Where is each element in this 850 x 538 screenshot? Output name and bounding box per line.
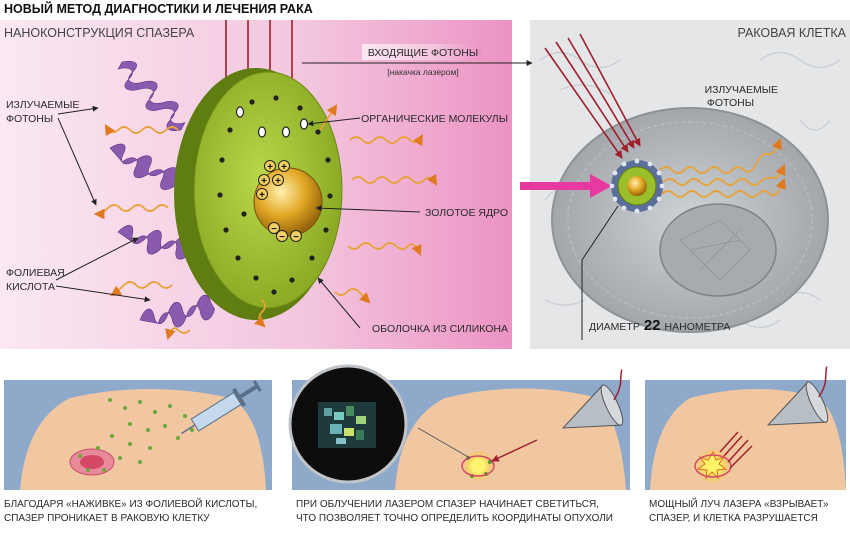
organic-molecules-pointer [307,117,361,127]
step2-caption-line2: ЧТО ПОЗВОЛЯЕТ ТОЧНО ОПРЕДЕЛИТЬ КООРДИНАТ… [296,513,613,524]
svg-text:−: − [293,232,299,243]
step2-panel: ПРИ ОБЛУЧЕНИИ ЛАЗЕРОМ СПАЗЕР НАЧИНАЕТ СВ… [288,364,630,524]
emitted-right-label-2: ФОТОНЫ [707,97,754,109]
laser-emitter [561,369,624,429]
laser-pump-label: [накачка лазером] [387,67,458,77]
svg-text:−: − [271,224,277,235]
incoming-laser-lines-cell [544,33,641,159]
cancer-cell-membrane [567,121,813,319]
step1-caption-line1: БЛАГОДАРЯ «НАЖИВКЕ» ИЗ ФОЛИЕВОЙ КИСЛОТЫ, [4,497,257,510]
laser-beam-step3 [719,431,753,469]
silicon-shell-label: ОБОЛОЧКА ИЗ СИЛИКОНА [372,323,508,335]
syringe [181,380,262,435]
zoom-connector [417,427,471,459]
zoom-image [318,402,376,448]
step2-caption-line1: ПРИ ОБЛУЧЕНИИ ЛАЗЕРОМ СПАЗЕР НАЧИНАЕТ СВ… [296,499,599,510]
emitted-label-pointers [57,105,99,206]
spaser-header: НАНОКОНСТРУКЦИЯ СПАЗЕРА [4,26,195,40]
diameter-pointer [581,205,619,340]
emitted-right-label-1: ИЗЛУЧАЕМЫЕ [705,84,778,96]
emitted-label-1: ИЗЛУЧАЕМЫЕ [6,99,79,111]
gold-core-pointer [315,205,421,213]
svg-text:+: + [281,162,287,173]
nucleus-texture [679,219,751,281]
svg-text:+: + [261,176,267,187]
svg-text:+: + [275,176,281,187]
spaser-in-cell [609,158,665,214]
organic-molecules [235,106,309,138]
step1-panel: БЛАГОДАРЯ «НАЖИВКЕ» ИЗ ФОЛИЕВОЙ КИСЛОТЫ,… [4,380,272,524]
silicon-shell-pointer [317,277,361,329]
cancer-cell-nucleus [659,203,777,297]
transfer-arrow [520,174,612,198]
folic-label-pointers [55,237,151,303]
gold-core-label: ЗОЛОТОЕ ЯДРО [425,207,508,219]
svg-text:+: + [267,162,273,173]
page-title: НОВЫЙ МЕТОД ДИАГНОСТИКИ И ЛЕЧЕНИЯ РАКА [4,1,313,16]
organic-molecules-label: ОРГАНИЧЕСКИЕ МОЛЕКУЛЫ [361,113,508,125]
emitted-photons-left [93,104,438,341]
svg-text:−: − [279,232,285,243]
incoming-label-bg [362,44,482,60]
emitted-label-2: ФОТОНЫ [6,113,53,125]
emitted-photons-right [659,137,786,198]
folic-label-1: ФОЛИЕВАЯ [6,267,65,279]
cancer-cell-header: РАКОВАЯ КЛЕТКА [737,26,846,40]
folic-label-2: КИСЛОТА [6,281,55,293]
step1-caption-line2: СПАЗЕР ПРОНИКАЕТ В РАКОВУЮ КЛЕТКУ [4,513,210,524]
laser-beam-step2 [491,439,538,462]
svg-text:+: + [259,190,265,201]
step3-caption-line1: МОЩНЫЙ ЛУЧ ЛАЗЕРА «ВЗРЫВАЕТ» [649,497,829,510]
incoming-photons-label: ВХОДЯЩИЕ ФОТОНЫ [368,47,478,59]
spaser-particles [78,398,202,472]
laser-emitter-power [766,366,829,426]
charges: + + + + + − − − [256,160,302,243]
step3-caption-line2: СПАЗЕР, И КЛЕТКА РАЗРУШАЕТСЯ [649,513,818,524]
step3-panel: МОЩНЫЙ ЛУЧ ЛАЗЕРА «ВЗРЫВАЕТ» СПАЗЕР, И К… [645,366,846,524]
